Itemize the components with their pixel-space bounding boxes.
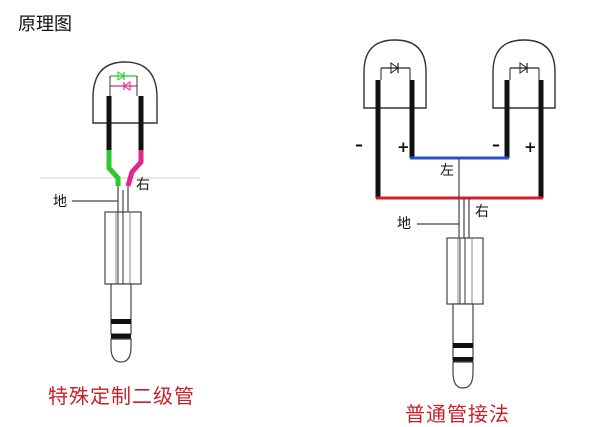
plug-ring-1 bbox=[453, 343, 473, 348]
left-caption: 特殊定制二级管 bbox=[48, 384, 195, 408]
label-ground: 地 bbox=[397, 216, 411, 232]
left-diagram: 地 右 bbox=[40, 61, 200, 363]
polarity-plus-right: + bbox=[524, 138, 537, 156]
plug-ring-2 bbox=[453, 357, 473, 362]
plug-ring-1 bbox=[111, 319, 131, 324]
label-right: 右 bbox=[475, 204, 489, 220]
plug-shaft bbox=[110, 283, 132, 335]
plug-tip bbox=[110, 338, 132, 363]
diode-icon bbox=[380, 62, 411, 80]
label-left: 左 bbox=[440, 163, 454, 179]
pink-wire bbox=[125, 150, 144, 187]
led-dome bbox=[92, 61, 158, 124]
diode-icon bbox=[509, 62, 540, 80]
right-diagram: – + – + 左 右 地 bbox=[355, 39, 556, 389]
polarity-minus-left: – bbox=[355, 135, 363, 154]
right-caption: 普通管接法 bbox=[405, 402, 510, 426]
label-right: 右 bbox=[136, 177, 150, 193]
left-led-dome bbox=[363, 39, 427, 109]
polarity-minus-right: – bbox=[492, 135, 500, 154]
plug-ring-2 bbox=[111, 334, 131, 339]
right-led-dome bbox=[492, 39, 556, 109]
green-wire bbox=[106, 150, 121, 186]
polarity-plus-left: + bbox=[397, 138, 410, 156]
plug-shaft bbox=[452, 303, 474, 361]
label-ground: 地 bbox=[53, 194, 67, 210]
diode-pair-icon bbox=[109, 71, 138, 96]
page-title: 原理图 bbox=[18, 14, 72, 35]
plug-tip bbox=[452, 361, 474, 389]
